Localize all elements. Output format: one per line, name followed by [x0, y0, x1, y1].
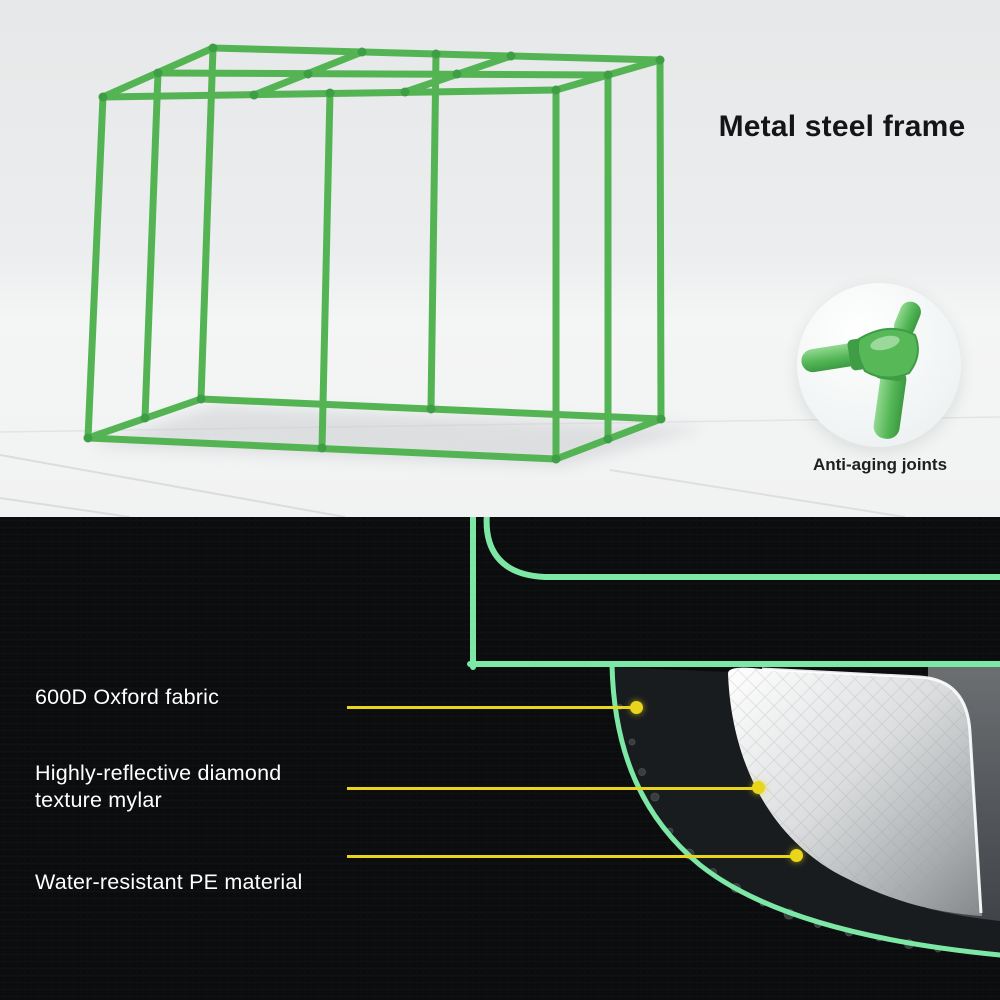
- callout-leader-line: [347, 787, 753, 790]
- mylar-edge-highlight: [761, 667, 983, 914]
- callout-label: 600D Oxford fabric: [35, 685, 220, 709]
- panel-title: Metal steel frame: [718, 110, 966, 143]
- metal-frame-illustration: [0, 43, 1000, 517]
- tent-seam-piping: [467, 517, 1000, 670]
- pe-material-layer: [612, 667, 1000, 955]
- frame-tubes: [84, 44, 665, 463]
- callout-dot: [630, 701, 643, 714]
- callout-dot: [752, 781, 765, 794]
- joint-caption: Anti-aging joints: [812, 455, 948, 474]
- frame-joint-nodes: [83, 43, 666, 464]
- joint-inset-circle: [797, 283, 961, 447]
- callout-label: Water-resistant PE material: [35, 870, 303, 894]
- callout-leader-line: [347, 706, 631, 709]
- callout-label: Highly-reflective diamond texture mylar: [35, 761, 282, 812]
- corner-joint-icon: [801, 301, 921, 439]
- materials-cross-section: [0, 517, 1000, 1000]
- mylar-diamond-texture: [728, 667, 982, 916]
- fabric-edge-trim: [609, 662, 1000, 958]
- frame-shadow: [88, 406, 705, 467]
- materials-panel: [0, 517, 1000, 1000]
- callout-dot: [790, 849, 803, 862]
- callout-leader-line: [347, 855, 791, 858]
- frame-panel: Metal steel frame: [0, 0, 1000, 517]
